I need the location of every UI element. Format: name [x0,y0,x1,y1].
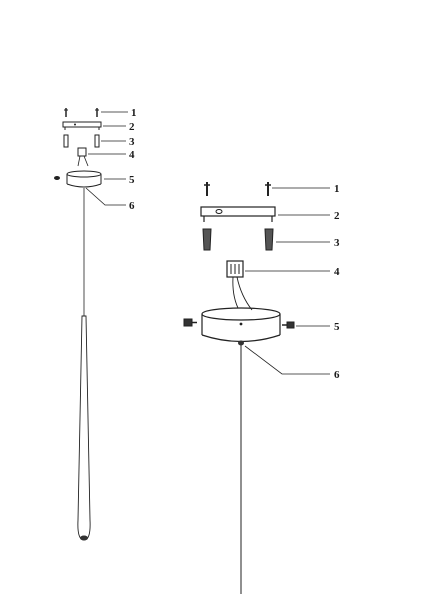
callout-label: 2 [129,121,135,133]
mounting-bracket-icon [62,121,102,130]
callout-label: 6 [334,369,340,381]
screw-icon [64,108,99,117]
small-leaders [85,111,128,206]
wall-anchor-icon [202,228,274,251]
terminal-block-icon [226,260,253,311]
large-callout-labels: 1 2 3 4 5 6 [334,183,340,381]
small-view [54,108,128,541]
small-callout-labels: 1 2 3 4 5 6 [129,107,137,212]
callout-label: 1 [131,107,137,119]
callout-label: 5 [129,174,135,186]
pendant-lamp-body [77,315,91,541]
large-leaders [244,187,330,375]
callout-label: 2 [334,210,340,222]
cable-grip-icon [238,340,244,346]
mounting-bracket-icon [200,206,276,222]
wall-anchor-icon [63,134,100,148]
canopy-side-screw-icon [183,318,295,329]
callout-label: 5 [334,321,340,333]
screw-icon [204,182,271,196]
terminal-block-icon [77,147,89,167]
canopy [66,170,102,188]
callout-label: 1 [334,183,340,195]
callout-label: 4 [334,266,340,278]
canopy [201,307,281,343]
callout-label: 6 [129,200,135,212]
callout-label: 3 [129,136,135,148]
large-view [183,182,330,594]
callout-label: 3 [334,237,340,249]
callout-label: 4 [129,149,135,161]
canopy-side-screw-icon [54,176,60,180]
